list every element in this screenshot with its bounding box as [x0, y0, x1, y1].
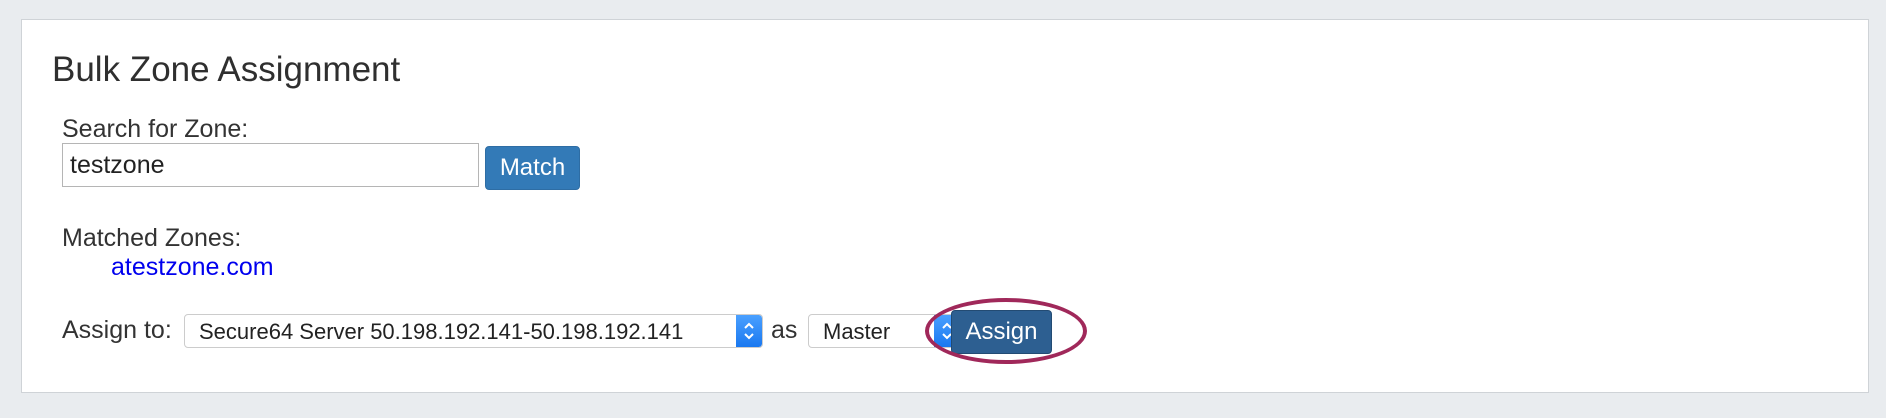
server-select-value: Secure64 Server 50.198.192.141-50.198.19…	[199, 319, 684, 344]
bulk-zone-assignment-panel: Bulk Zone Assignment Search for Zone: Ma…	[21, 19, 1869, 393]
chevron-updown-icon	[736, 315, 762, 347]
match-button[interactable]: Match	[485, 146, 580, 190]
assign-to-label: Assign to:	[62, 316, 172, 344]
server-select[interactable]: Secure64 Server 50.198.192.141-50.198.19…	[184, 314, 763, 348]
page-title: Bulk Zone Assignment	[52, 50, 401, 89]
matched-zones-label: Matched Zones:	[62, 224, 242, 252]
search-label: Search for Zone:	[62, 115, 249, 143]
zone-search-input[interactable]	[62, 143, 479, 187]
as-label: as	[771, 316, 798, 344]
matched-zone-link[interactable]: atestzone.com	[111, 253, 274, 281]
role-select[interactable]: Master	[808, 314, 961, 348]
assign-button[interactable]: Assign	[951, 310, 1052, 354]
role-select-value: Master	[823, 319, 891, 344]
